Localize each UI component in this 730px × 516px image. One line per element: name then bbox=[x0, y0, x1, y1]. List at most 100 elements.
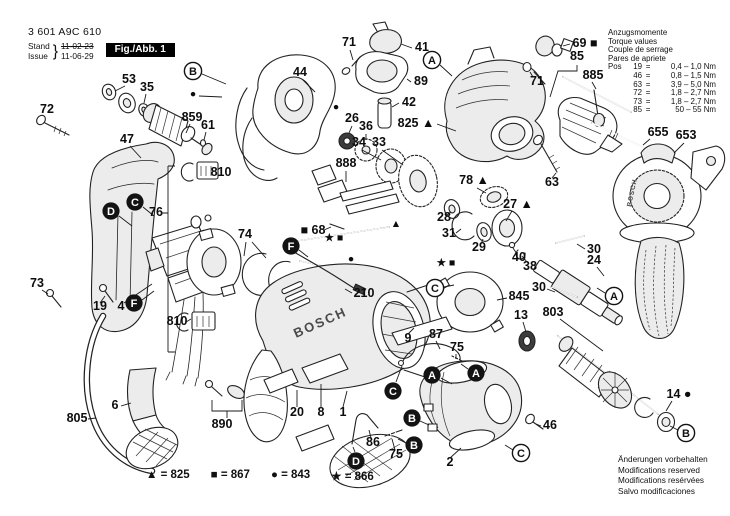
part-label-58: 653 bbox=[676, 128, 697, 142]
symbol-legend: ▲ = 825■ = 867● = 843★ = 866 bbox=[146, 469, 374, 483]
leader-line bbox=[198, 95, 223, 98]
leader-line bbox=[142, 206, 155, 217]
selector-cover-drawing bbox=[341, 21, 409, 129]
part-label-54: 885 bbox=[583, 68, 604, 82]
filled-ref-circle bbox=[467, 364, 485, 382]
leader-line bbox=[397, 438, 407, 444]
leader-line bbox=[406, 78, 412, 83]
marker-symbol-2: ▲ bbox=[391, 218, 401, 230]
filled-ref-circle bbox=[405, 436, 423, 454]
leader-line bbox=[114, 85, 126, 92]
leader-line bbox=[344, 288, 353, 294]
part-label-22: 19 bbox=[93, 299, 107, 313]
torque-eq: = bbox=[645, 96, 651, 106]
ref-letter: A bbox=[428, 55, 436, 67]
ref-letter: C bbox=[431, 283, 439, 295]
leader-line bbox=[391, 102, 400, 108]
leader-line bbox=[535, 423, 542, 427]
legend-item-0: ▲ = 825 bbox=[146, 469, 190, 481]
torque-title-0: Anzugsmomente bbox=[608, 28, 668, 37]
part-label-37: 9 bbox=[405, 331, 412, 345]
leader-line bbox=[185, 123, 191, 134]
part-label-21: 73 bbox=[30, 276, 44, 290]
marker-symbol-3: ● bbox=[190, 88, 196, 100]
part-label-38: 46 bbox=[543, 418, 557, 432]
gear-train-drawing bbox=[296, 132, 438, 281]
part-label-29: 8 bbox=[318, 405, 325, 419]
leader-line bbox=[435, 340, 441, 350]
notice-line-1: Modifications reserved bbox=[618, 465, 700, 475]
torque-eq: = bbox=[645, 105, 651, 115]
marker-symbol-4: ● bbox=[333, 101, 339, 113]
gear-housing-44-drawing bbox=[235, 54, 336, 181]
torque-row-3: 72=1,8 – 2,7 Nm bbox=[608, 89, 716, 98]
leader-line bbox=[361, 149, 382, 161]
outline-ref-circle bbox=[676, 423, 696, 443]
part-label-12: 26 bbox=[345, 111, 359, 125]
part-label-25: 805 bbox=[67, 411, 88, 425]
part-label-33: 75 bbox=[389, 447, 403, 461]
leader-line bbox=[522, 321, 527, 333]
outline-ref-circle bbox=[183, 61, 203, 81]
filled-ref-circle bbox=[125, 294, 143, 312]
leader-line bbox=[203, 131, 207, 141]
leader-line bbox=[342, 390, 348, 408]
motor-housing-1-drawing: BOSCH bbox=[243, 263, 453, 489]
leader-line bbox=[400, 43, 413, 49]
leader-line bbox=[669, 425, 679, 431]
ref-circle-b-13: B bbox=[403, 409, 421, 427]
brush-plate-76-drawing bbox=[162, 165, 293, 353]
torque-eq: = bbox=[645, 62, 651, 72]
title-block: 3 601 A9C 610 Stand Issue } 11-02-23 11-… bbox=[28, 26, 175, 61]
part-label-23: 4 bbox=[118, 299, 125, 313]
part-label-2: 35 bbox=[140, 80, 154, 94]
part-label-16: 888 bbox=[336, 156, 357, 170]
marker-symbol-0: ★ ■ bbox=[325, 232, 344, 244]
part-label-24: 810 bbox=[167, 314, 188, 328]
part-label-52: 63 bbox=[545, 175, 559, 189]
part-label-6: 44 bbox=[293, 65, 307, 79]
ref-letter: D bbox=[107, 206, 115, 218]
torque-row-1: 46=0,8 – 1,5 Nm bbox=[608, 70, 716, 81]
torque-row-4: 73=1,8 – 2,7 Nm bbox=[608, 96, 716, 107]
part-label-39: 28 bbox=[437, 210, 451, 224]
leader-line bbox=[551, 172, 557, 179]
bearing-plate-845-drawing bbox=[436, 271, 536, 352]
outline-ref-circle bbox=[425, 278, 445, 298]
leader-line bbox=[407, 327, 415, 335]
torque-pos: 72 bbox=[633, 88, 642, 98]
leader-line bbox=[395, 365, 403, 383]
leader-line bbox=[446, 211, 452, 216]
part-label-26: 6 bbox=[112, 398, 119, 412]
part-label-11: 825 ▲ bbox=[398, 116, 435, 130]
leader-line bbox=[419, 420, 430, 426]
leader-line bbox=[512, 247, 518, 255]
leader-line bbox=[596, 287, 606, 294]
torque-eq: = bbox=[645, 79, 651, 89]
leader-line bbox=[673, 142, 685, 154]
torque-title-3: Pares de apriete bbox=[608, 53, 666, 63]
ref-letter: A bbox=[472, 368, 480, 380]
leader-line bbox=[596, 266, 605, 277]
part-label-46: 24 bbox=[587, 253, 601, 267]
leader-line bbox=[505, 210, 513, 222]
cord-grip-6-drawing bbox=[125, 367, 179, 470]
part-label-59: 14 ● bbox=[667, 387, 692, 401]
leader-line bbox=[391, 438, 396, 451]
leader-line bbox=[185, 318, 192, 323]
part-label-36: 87 bbox=[429, 327, 443, 341]
torque-value: 1,8 – 2,7 Nm bbox=[670, 88, 716, 98]
leader-line bbox=[449, 447, 462, 459]
torque-pos: 85 bbox=[633, 105, 642, 115]
leader-line bbox=[546, 288, 556, 293]
figure-badge: Fig./Abb. 1 bbox=[105, 42, 175, 57]
spindle-24-drawing bbox=[533, 235, 623, 326]
part-label-57: 655 bbox=[648, 125, 669, 139]
torque-eq: = bbox=[645, 70, 651, 80]
ref-circle-c-5: C bbox=[511, 443, 531, 463]
